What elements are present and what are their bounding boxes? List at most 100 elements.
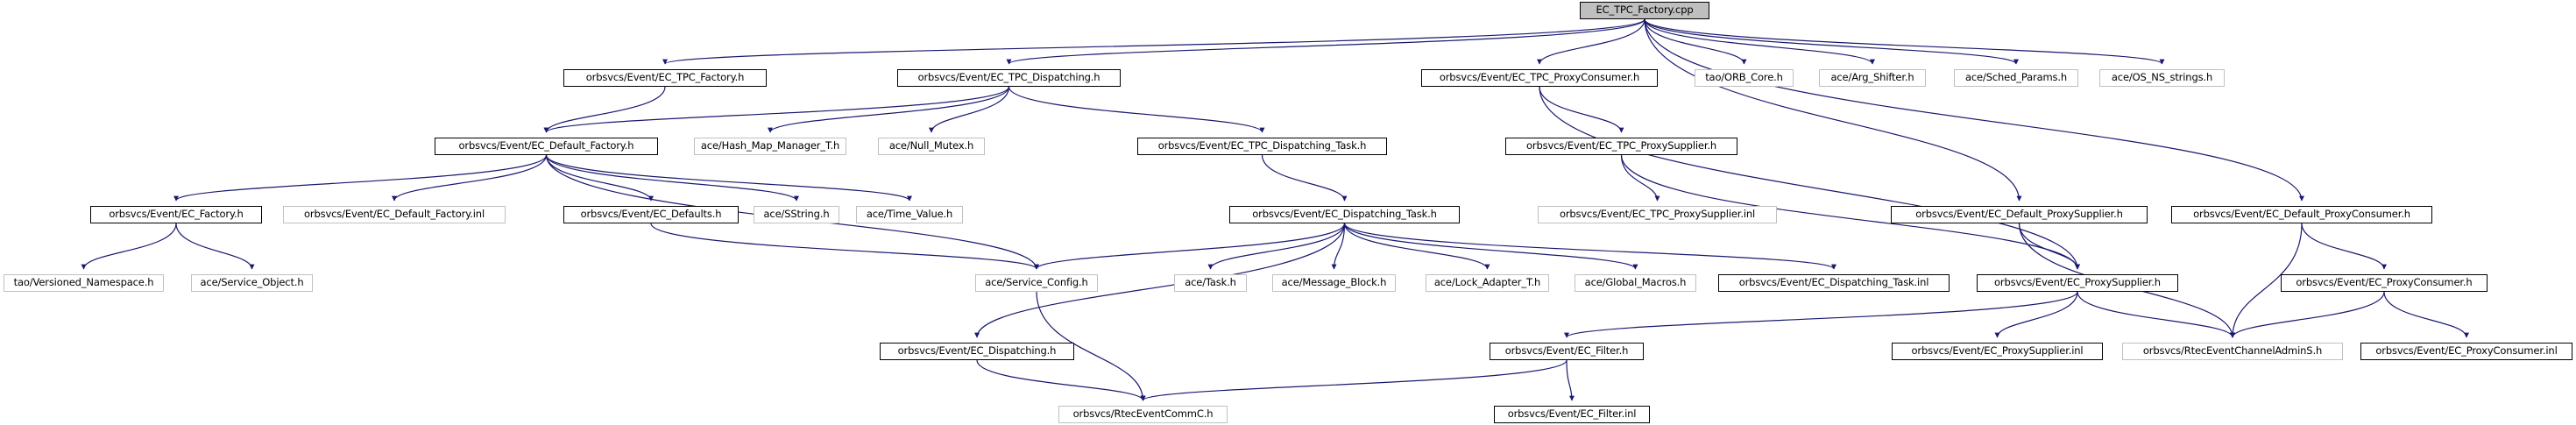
graph-node[interactable]: orbsvcs/Event/EC_Default_Factory.inl [283,206,506,223]
graph-edge [1343,223,1638,270]
graph-node[interactable]: ace/Hash_Map_Manager_T.h [694,138,846,155]
graph-node-label: orbsvcs/Event/EC_TPC_Factory.h [585,71,745,84]
graph-edge [1539,86,2080,270]
graph-node[interactable]: ace/Null_Mutex.h [878,138,985,155]
graph-edge [2018,223,2080,270]
graph-edge [2230,291,2385,338]
graph-node-label: orbsvcs/Event/EC_ProxyConsumer.h [2296,276,2473,289]
graph-node-label: ace/Global_Macros.h [1584,276,1687,289]
graph-node-label: ace/Time_Value.h [866,208,953,221]
graph-node-label: orbsvcs/Event/EC_Default_ProxyConsumer.h [2193,208,2410,221]
graph-node[interactable]: orbsvcs/Event/EC_TPC_ProxySupplier.inl [1538,206,1777,223]
graph-node[interactable]: orbsvcs/Event/EC_TPC_Factory.h [563,69,767,87]
graph-node-label: ace/OS_NS_strings.h [2111,71,2213,84]
graph-node[interactable]: orbsvcs/Event/EC_Dispatching.h [880,343,1074,360]
graph-node[interactable]: orbsvcs/Event/EC_Defaults.h [563,206,739,223]
graph-node[interactable]: orbsvcs/Event/EC_ProxySupplier.inl [1892,343,2103,360]
graph-edge [1006,18,1645,65]
graph-edge [976,359,1146,401]
graph-node[interactable]: ace/Message_Block.h [1272,274,1396,292]
graph-edge [1343,223,1490,270]
graph-node-label: ace/SString.h [763,208,830,221]
graph-edge [1537,18,1645,65]
graph-node[interactable]: ace/Arg_Shifter.h [1819,69,1926,87]
graph-edge [1331,223,1346,270]
graph-edge [1644,18,2019,65]
graph-node[interactable]: ace/Sched_Params.h [1954,69,2078,87]
graph-edge [2301,223,2387,270]
graph-node-label: orbsvcs/RtecEventChannelAdminS.h [2142,344,2323,358]
graph-node[interactable]: orbsvcs/Event/EC_ProxyConsumer.inl [2360,343,2572,360]
graph-node[interactable]: ace/Service_Config.h [975,274,1098,292]
graph-edge [650,223,1039,270]
graph-node-label: ace/Lock_Adapter_T.h [1433,276,1541,289]
graph-node[interactable]: orbsvcs/Event/EC_ProxySupplier.h [1977,274,2178,292]
graph-node[interactable]: ace/Time_Value.h [856,206,963,223]
graph-node-label: orbsvcs/Event/EC_Default_Factory.inl [304,208,485,221]
graph-node[interactable]: orbsvcs/Event/EC_TPC_ProxySupplier.h [1505,138,1737,155]
graph-node[interactable]: orbsvcs/Event/EC_TPC_Dispatching.h [897,69,1121,87]
graph-node-label: orbsvcs/Event/EC_Dispatching_Task.inl [1738,276,1929,289]
graph-node[interactable]: orbsvcs/Event/EC_TPC_ProxyConsumer.h [1421,69,1658,87]
graph-node[interactable]: orbsvcs/RtecEventChannelAdminS.h [2122,343,2343,360]
graph-edge [2383,291,2469,338]
graph-node[interactable]: ace/Service_Object.h [191,274,313,292]
graph-edge [1539,86,1624,133]
graph-node-label: orbsvcs/Event/EC_TPC_Dispatching_Task.h [1157,139,1367,152]
graph-node[interactable]: orbsvcs/Event/EC_Factory.h [90,206,262,223]
graph-edge [1994,291,2078,338]
graph-node[interactable]: orbsvcs/Event/EC_Default_ProxySupplier.h [1891,206,2148,223]
graph-node[interactable]: orbsvcs/Event/EC_Default_ProxyConsumer.h [2171,206,2432,223]
graph-node-label: orbsvcs/Event/EC_ProxySupplier.h [1994,276,2161,289]
graph-node[interactable]: tao/ORB_Core.h [1695,69,1794,87]
graph-node[interactable]: orbsvcs/Event/EC_Dispatching_Task.h [1229,206,1460,223]
graph-node[interactable]: ace/Task.h [1174,274,1247,292]
graph-node[interactable]: orbsvcs/Event/EC_Filter.inl [1494,406,1650,423]
graph-node-label: orbsvcs/Event/EC_Dispatching.h [897,344,1057,358]
graph-node[interactable]: ace/OS_NS_strings.h [2099,69,2225,87]
graph-node[interactable]: orbsvcs/RtecEventCommC.h [1058,406,1228,423]
graph-node-label: ace/Sched_Params.h [1964,71,2068,84]
graph-edge [1008,86,1265,133]
graph-node-label: orbsvcs/Event/EC_ProxySupplier.inl [1911,344,2084,358]
graph-edge [81,223,177,270]
graph-node[interactable]: ace/SString.h [754,206,839,223]
graph-edge [1140,359,1568,401]
graph-node-label: orbsvcs/Event/EC_ProxyConsumer.inl [2375,344,2558,358]
graph-node[interactable]: ace/Global_Macros.h [1575,274,1696,292]
graph-edge [1343,223,1836,270]
graph-edge [1034,223,1346,270]
graph-node-label: orbsvcs/Event/EC_Default_ProxySupplier.h [1915,208,2123,221]
graph-node-label: EC_TPC_Factory.cpp [1596,4,1694,17]
graph-node[interactable]: orbsvcs/Event/EC_ProxyConsumer.h [2281,274,2488,292]
graph-edge [545,154,799,202]
graph-edge [1207,223,1346,270]
graph-node[interactable]: orbsvcs/Event/EC_Filter.h [1490,343,1644,360]
graph-node[interactable]: ace/Lock_Adapter_T.h [1426,274,1549,292]
graph-edge [173,154,548,202]
graph-node-label: ace/Hash_Map_Manager_T.h [700,139,840,152]
graph-edge [974,223,1346,338]
graph-node-label: ace/Service_Config.h [985,276,1088,289]
graph-node[interactable]: orbsvcs/Event/EC_Default_Factory.h [435,138,658,155]
graph-node-label: orbsvcs/Event/EC_Filter.inl [1507,407,1637,421]
graph-edge [1566,359,1575,401]
graph-edge [1644,18,1747,65]
graph-node-label: tao/ORB_Core.h [1705,71,1783,84]
graph-node-label: orbsvcs/Event/EC_Filter.h [1504,344,1629,358]
graph-edge [175,223,255,270]
graph-edge [1644,18,2022,202]
graph-edge [543,86,666,133]
graph-edge [1620,154,1660,202]
graph-node[interactable]: EC_TPC_Factory.cpp [1580,2,1709,19]
graph-node-label: orbsvcs/Event/EC_TPC_ProxySupplier.h [1525,139,1717,152]
graph-node[interactable]: orbsvcs/Event/EC_TPC_Dispatching_Task.h [1137,138,1387,155]
graph-edge [1644,18,2304,202]
graph-node-label: tao/Versioned_Namespace.h [13,276,154,289]
graph-node[interactable]: tao/Versioned_Namespace.h [4,274,164,292]
graph-edge [1564,291,2078,338]
graph-node[interactable]: orbsvcs/Event/EC_Dispatching_Task.inl [1718,274,1950,292]
graph-node-label: orbsvcs/RtecEventCommC.h [1072,407,1214,421]
